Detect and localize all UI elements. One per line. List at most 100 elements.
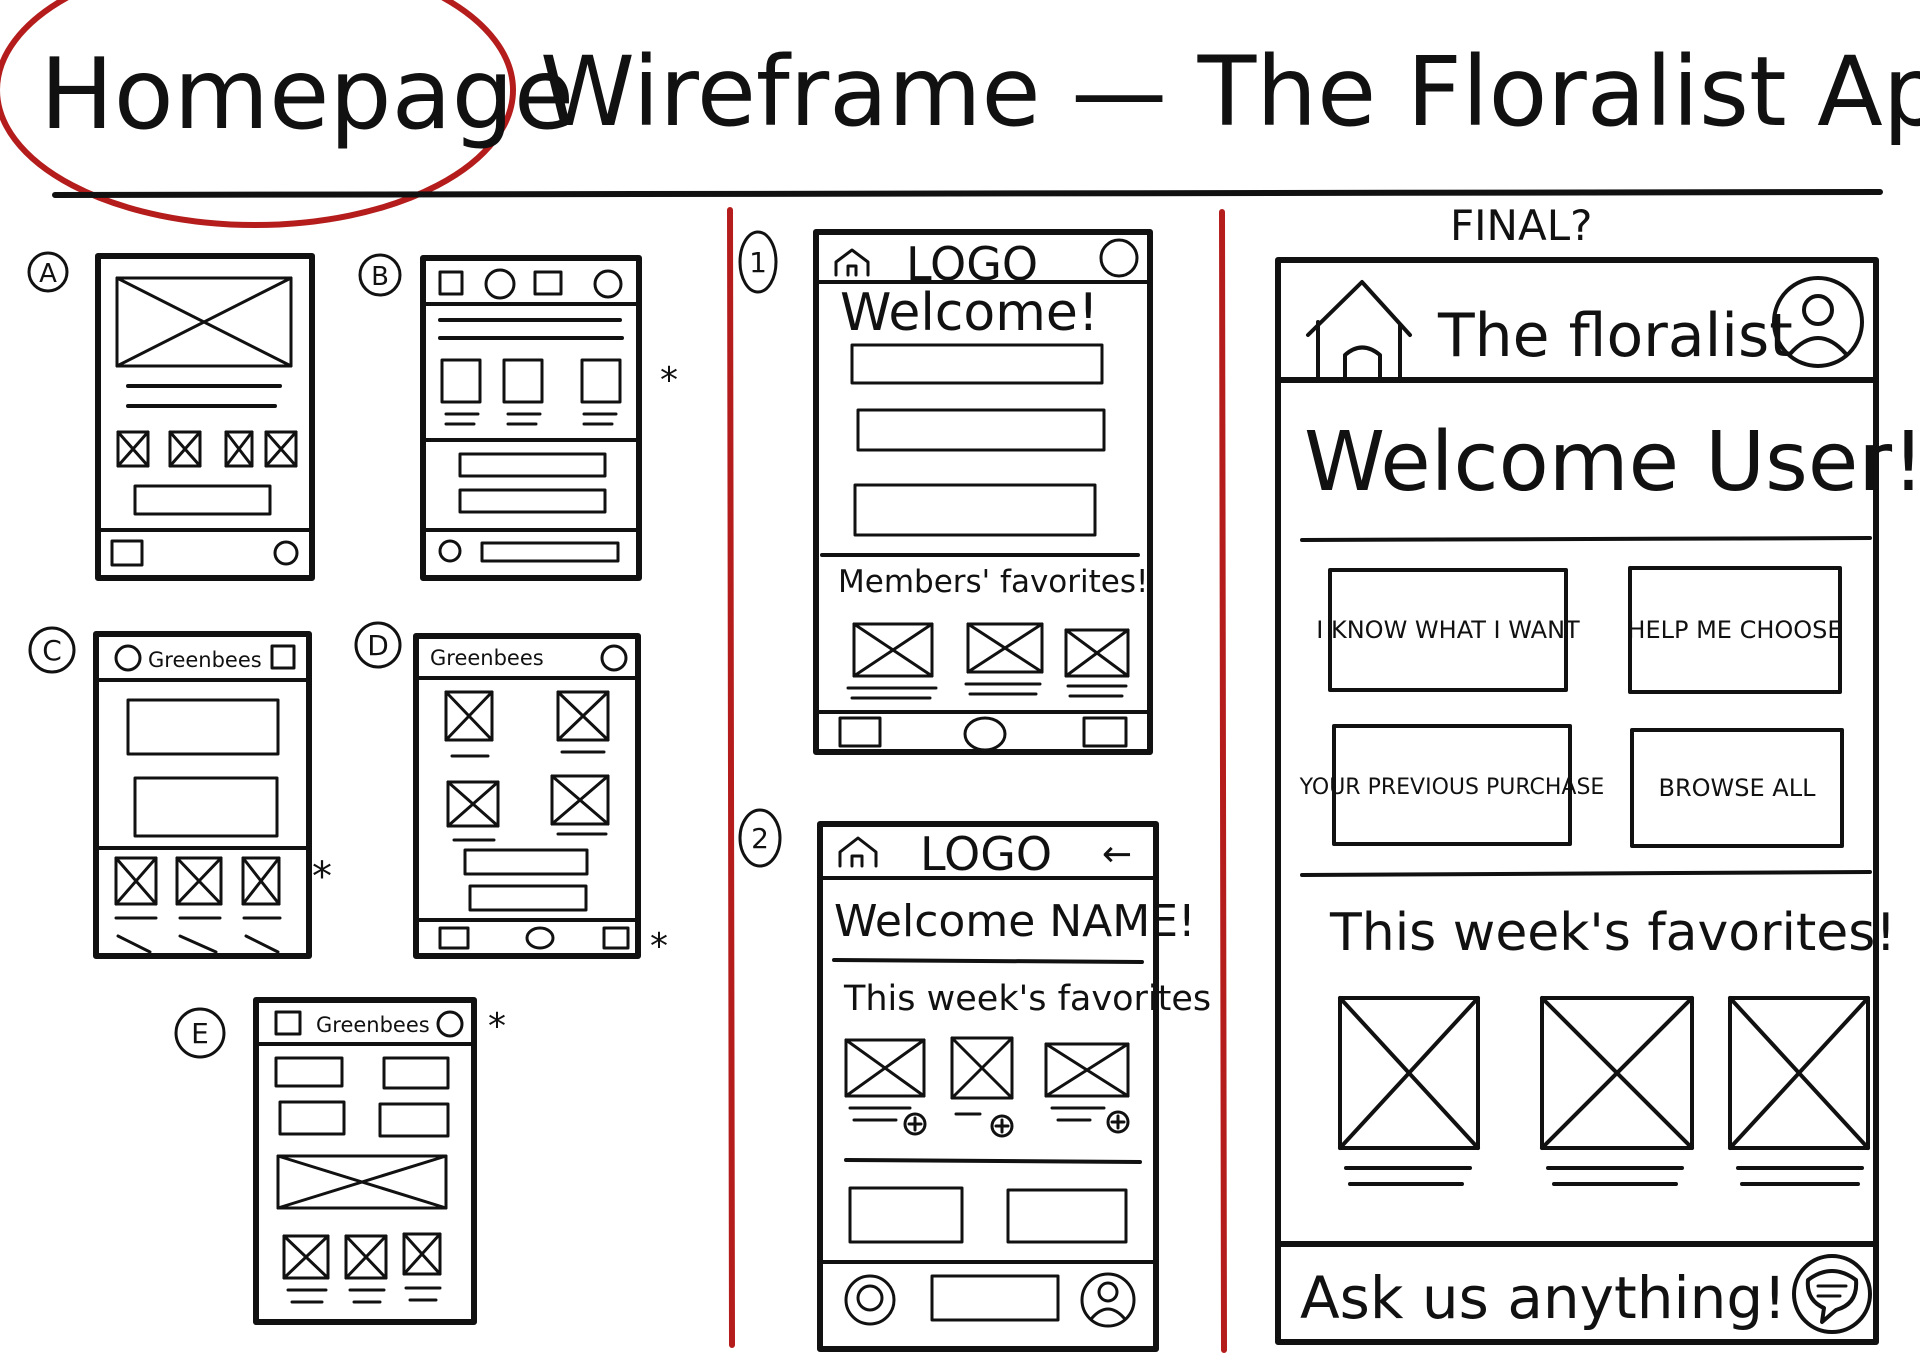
image-placeholder-icon <box>276 1154 448 1210</box>
sketch-label: 2 <box>751 822 769 855</box>
button-placeholder <box>274 1056 344 1088</box>
sketch-label: B <box>371 262 389 292</box>
home-icon <box>838 836 878 868</box>
nav-square <box>533 270 563 296</box>
user-icon <box>1099 238 1139 278</box>
brand-name: Greenbees <box>316 1013 430 1037</box>
welcome-heading: Welcome User! <box>1304 415 1920 510</box>
weeks-favorites-heading: This week's favorites <box>843 979 1211 1019</box>
image-placeholder-icon <box>1540 996 1694 1150</box>
favorite-item[interactable] <box>1540 996 1694 1186</box>
nav-square <box>1082 716 1128 748</box>
phone-frame <box>1275 257 1879 1345</box>
caption-lines <box>848 1106 1106 1122</box>
sketch-label: 1 <box>749 246 767 279</box>
option-button-browse-all[interactable]: BROWSE ALL <box>1630 728 1844 848</box>
user-icon <box>593 269 623 299</box>
home-icon <box>834 248 870 277</box>
logo-text: LOGO <box>920 827 1052 881</box>
caption-lines <box>450 750 608 842</box>
nav-circle <box>963 716 1007 752</box>
button-placeholder <box>458 488 607 514</box>
home-icon <box>1306 280 1412 382</box>
button-placeholder <box>278 1100 346 1136</box>
favorite-item[interactable] <box>1338 996 1480 1186</box>
button-placeholder <box>463 848 589 876</box>
button-placeholder <box>856 408 1106 452</box>
sketch-d: D Greenbees * <box>354 621 668 967</box>
caption-lines <box>846 682 1128 700</box>
back-arrow-icon: ← <box>1102 834 1132 875</box>
caption-lines <box>1546 1166 1684 1186</box>
weeks-favorites-heading: This week's favorites! <box>1329 903 1896 963</box>
button-placeholder <box>133 776 279 838</box>
chat-icon <box>844 1274 896 1326</box>
image-placeholder <box>1728 996 1870 1150</box>
sketch-b: B * <box>358 253 678 581</box>
option-button-previous-purchase[interactable]: YOUR PREVIOUS PURCHASE <box>1299 724 1605 846</box>
footer-text: Ask us anything! <box>1300 1264 1786 1332</box>
sketch-label-circle <box>174 1007 226 1059</box>
welcome-heading: Welcome! <box>840 283 1099 343</box>
user-icon <box>436 1010 464 1038</box>
section-divider <box>1300 536 1872 542</box>
chat-icon[interactable] <box>1792 1254 1872 1334</box>
caption-lines <box>444 412 618 426</box>
nav-square <box>110 539 144 567</box>
image-placeholder-icon <box>1728 996 1870 1150</box>
user-icon <box>114 644 142 672</box>
button-placeholder <box>848 1186 964 1244</box>
thumbnail-grid <box>444 690 610 828</box>
search-bar-placeholder <box>930 1274 1060 1322</box>
nav-circle <box>438 539 462 563</box>
star-mark: * <box>660 360 678 401</box>
final-label: FINAL? <box>1450 201 1592 250</box>
option-button-i-know[interactable]: I KNOW WHAT I WANT <box>1316 568 1580 692</box>
option-button-label: YOUR PREVIOUS PURCHASE <box>1299 775 1605 800</box>
option-button-label: HELP ME CHOOSE <box>1627 616 1842 644</box>
phone-frame <box>817 821 1159 1352</box>
card-placeholder <box>580 358 622 404</box>
image-placeholder-icon <box>1338 996 1480 1150</box>
sketch-e: E Greenbees * <box>174 997 506 1325</box>
partial-thumbnails <box>116 934 280 954</box>
button-placeholder <box>1006 1188 1128 1244</box>
phone-frame <box>420 255 642 581</box>
option-button-help-me-choose[interactable]: HELP ME CHOOSE <box>1627 566 1843 694</box>
phone-frame <box>253 997 477 1325</box>
sketch-label: A <box>39 259 57 289</box>
brand-name: Greenbees <box>430 646 544 670</box>
nav-square <box>438 270 464 296</box>
section-divider <box>832 958 1144 964</box>
user-icon <box>1080 1272 1136 1328</box>
sketch-label-circle <box>738 808 782 868</box>
phone-frame <box>413 633 641 959</box>
header-divider <box>52 189 1883 198</box>
input-placeholder <box>480 541 620 563</box>
sketch-label-circle <box>28 626 76 674</box>
sketch-label: D <box>367 629 389 662</box>
sketch-c: C Greenbees * <box>28 626 332 959</box>
user-icon <box>1772 276 1864 368</box>
user-icon <box>273 540 299 566</box>
button-placeholder <box>126 698 280 756</box>
banner-image-placeholder <box>276 1154 448 1210</box>
favorite-item[interactable] <box>1728 996 1870 1186</box>
option-button-label: BROWSE ALL <box>1659 774 1817 802</box>
plus-icon <box>903 1110 1130 1138</box>
button-placeholder <box>382 1056 450 1090</box>
caption-lines <box>286 1286 442 1304</box>
thumbnail-row <box>852 622 1130 678</box>
option-button-label: I KNOW WHAT I WANT <box>1316 616 1580 644</box>
star-mark: * <box>650 926 668 967</box>
sketch-final: FINAL? The floralist Welcome User! I KNO… <box>1275 201 1920 1345</box>
hero-image-placeholder <box>115 276 293 368</box>
caption-lines <box>1736 1166 1864 1186</box>
nav-square <box>602 926 630 950</box>
page-title-rest: Wireframe — The Floralist App <box>540 36 1920 148</box>
card-placeholder <box>440 358 482 404</box>
phone-frame <box>93 631 312 959</box>
image-placeholder-icon <box>115 276 293 368</box>
brand-name: Greenbees <box>148 648 262 672</box>
